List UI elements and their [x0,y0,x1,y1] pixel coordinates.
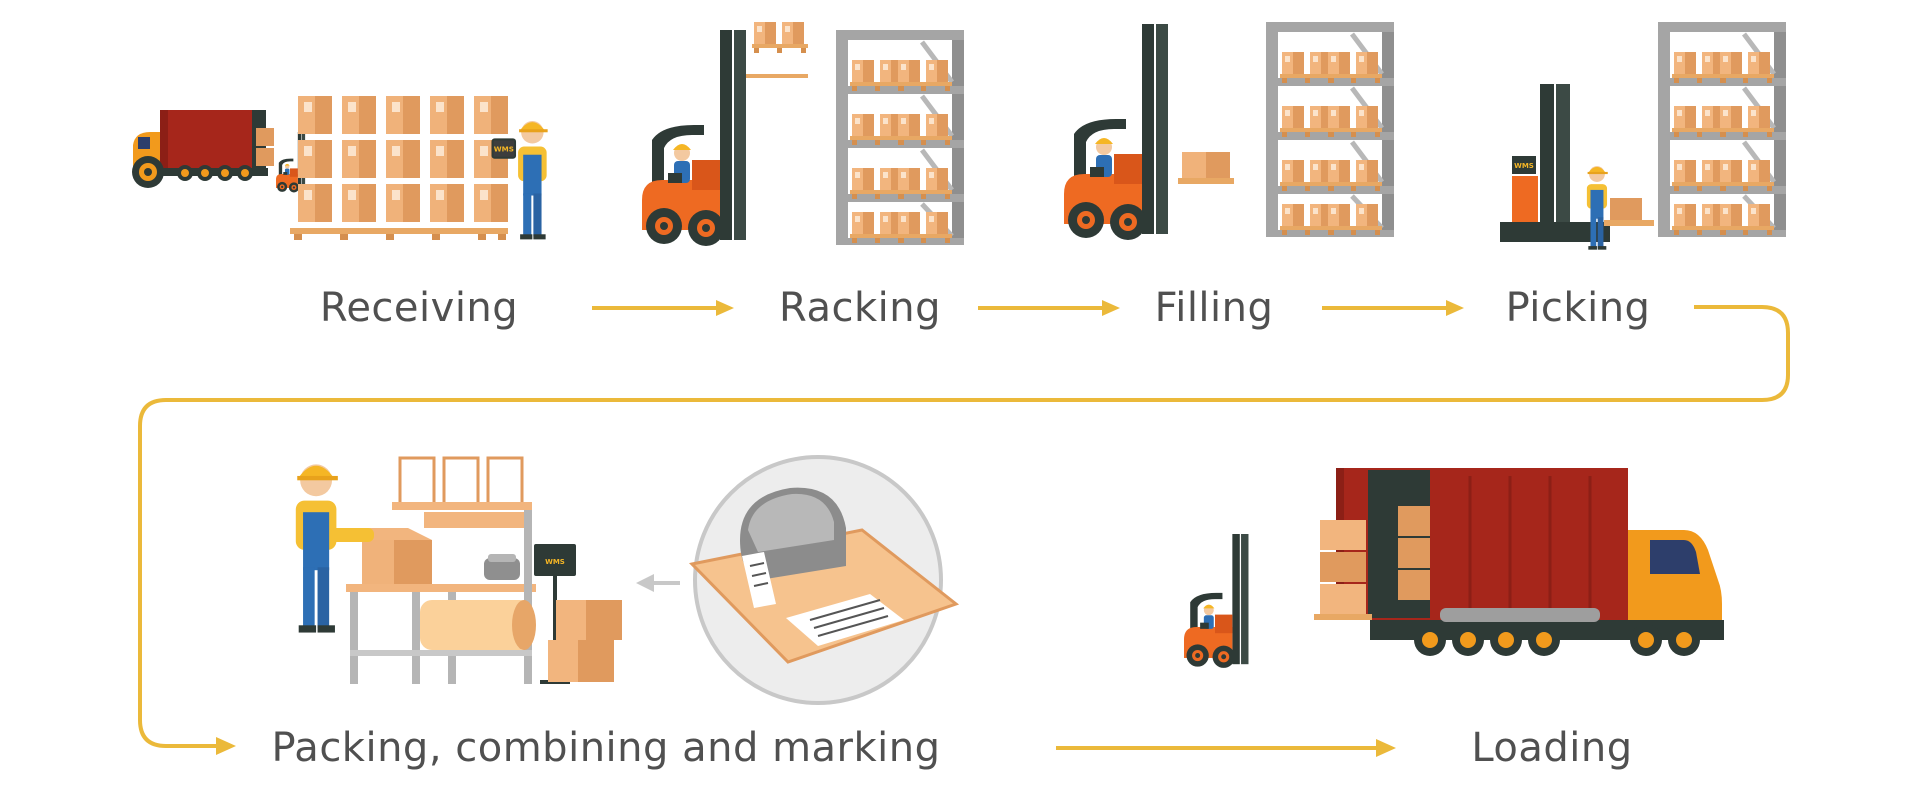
packing-illustration: WMS [295,456,622,684]
wms-screen-text: WMS [494,145,514,154]
flow-arrows [138,305,1790,750]
order-picker: WMS [1500,84,1610,242]
picking-illustration: WMS [1500,22,1786,250]
step-packing-label: Packing, combining and marking [271,725,941,771]
label-printer-illustration [688,455,960,705]
step-loading-label: Loading [1471,725,1633,771]
receiving-box-stack [290,96,508,240]
filling-illustration [1064,22,1394,240]
incoming-truck [132,110,305,192]
racking-illustration [642,22,964,246]
terminal-screen-text: WMS [545,558,565,566]
receiving-worker: WMS [491,121,548,240]
step-receiving-label: Receiving [319,285,519,331]
flow-connector [138,305,1790,748]
receiving-illustration: WMS [132,96,548,240]
step-racking-label: Racking [779,285,941,331]
step-picking-label: Picking [1505,285,1651,331]
arrow-heads [216,300,1464,757]
picker-screen-text: WMS [1514,162,1534,170]
loading-illustration [1184,468,1724,668]
step-filling-label: Filling [1154,285,1274,331]
